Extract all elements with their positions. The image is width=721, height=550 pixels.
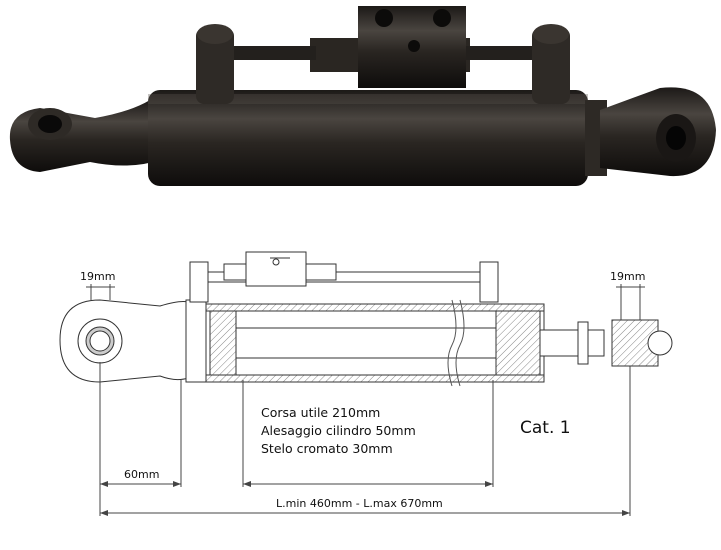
end-length-label: 60mm <box>124 468 160 481</box>
cylinder-photo <box>9 6 716 186</box>
dimension-arrows <box>100 481 630 516</box>
hole-diameter-right-label: 19mm <box>610 270 646 283</box>
length-range-label: L.min 460mm - L.max 670mm <box>276 497 443 510</box>
category-label: Cat. 1 <box>520 418 571 438</box>
cylinder-section-drawing <box>59 251 673 387</box>
rod-spec: Stelo cromato 30mm <box>261 441 393 456</box>
bore-spec: Alesaggio cilindro 50mm <box>261 423 416 438</box>
hole-diameter-left-label: 19mm <box>80 270 116 283</box>
stroke-spec: Corsa utile 210mm <box>261 405 381 420</box>
dimension-lines <box>86 284 645 516</box>
